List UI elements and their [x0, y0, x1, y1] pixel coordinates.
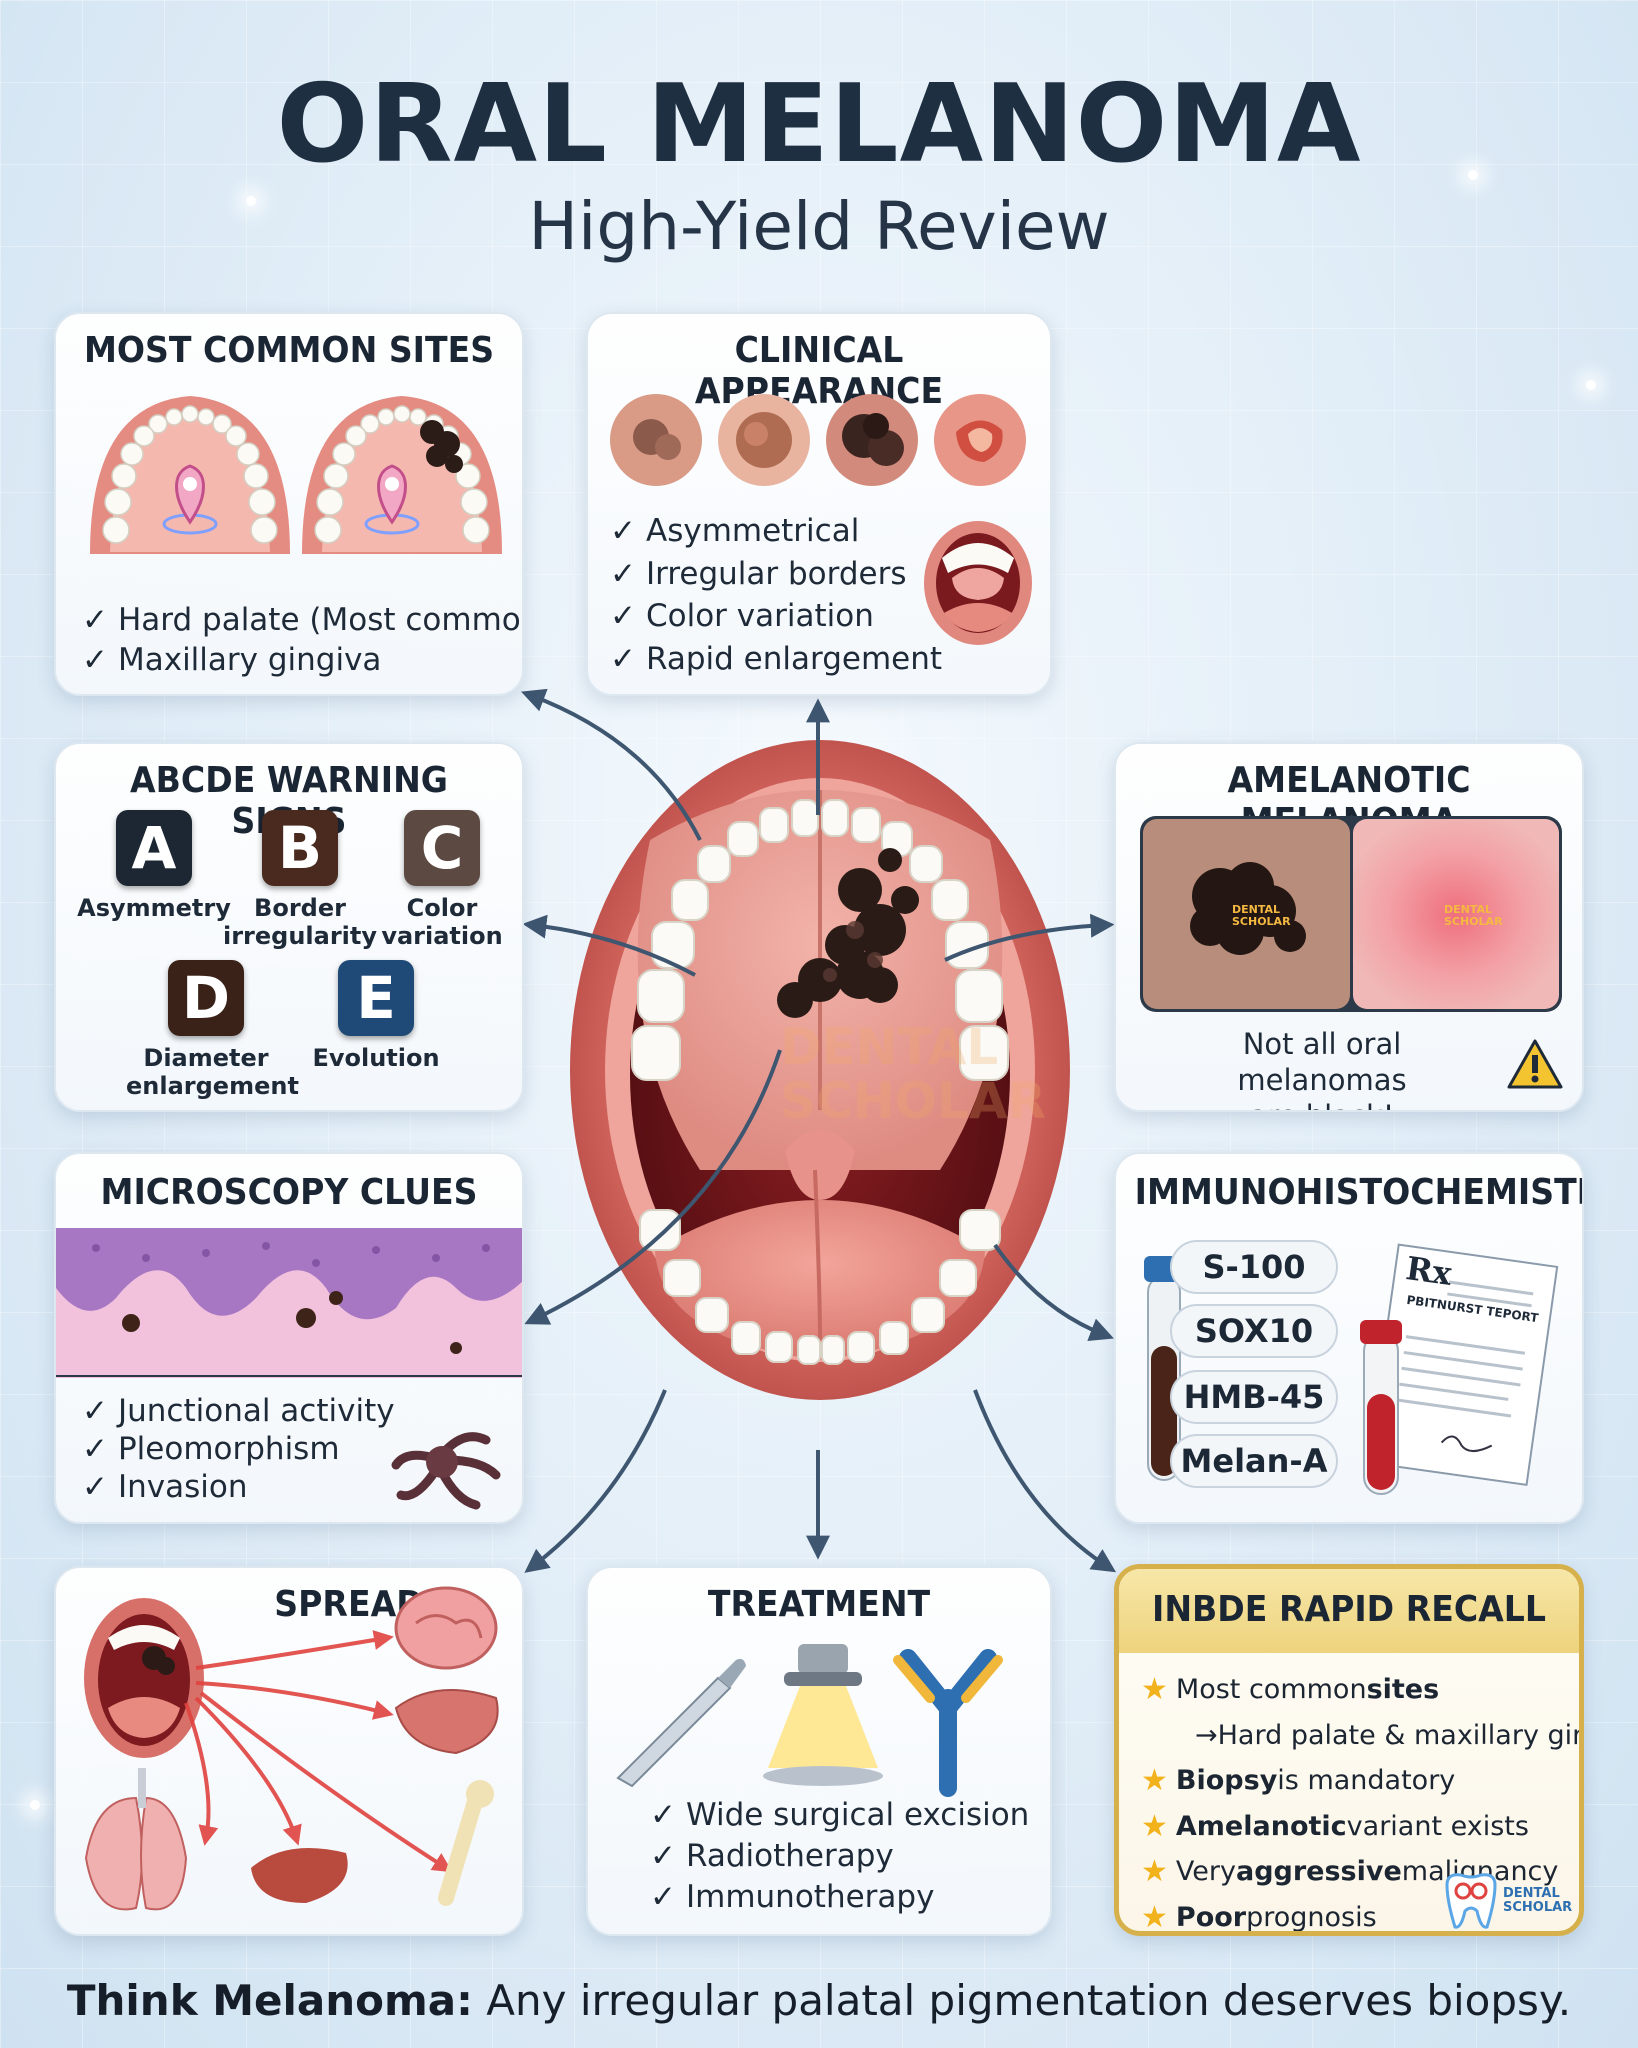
letter-b-badge: B — [262, 810, 338, 886]
metastasis-illustration — [84, 1586, 499, 1911]
card-title: INBDE RAPID RECALL — [1152, 1589, 1546, 1630]
letter-d-badge: D — [168, 960, 244, 1036]
list-item: ✓Invasion — [82, 1469, 248, 1505]
card-title: MOST COMMON SITES — [83, 330, 495, 371]
marker-melan-a: Melan-A — [1170, 1434, 1338, 1488]
star-icon: ★ — [1141, 1808, 1168, 1844]
warning-icon — [1507, 1039, 1563, 1089]
sparkle — [246, 196, 256, 206]
watermark-right: DENTAL SCHOLAR — [1444, 903, 1503, 928]
sparkle — [30, 1800, 40, 1810]
card-microscopy-clues: MICROSCOPY CLUES ✓Junctional activity ✓P… — [54, 1152, 524, 1524]
list-item: ✓Color variation — [610, 598, 874, 635]
list-item: →Hard palate & maxillary gingiva — [1195, 1719, 1579, 1751]
list-item: ✓Maxillary gingiva — [82, 642, 382, 678]
page-subtitle: High-Yield Review — [528, 188, 1110, 265]
check-icon: ✓ — [650, 1837, 676, 1874]
lesion-thumbnails — [610, 394, 1026, 486]
list-item: ✓Asymmetrical — [610, 513, 860, 550]
letter-a-badge: A — [116, 810, 192, 886]
card-treatment: TREATMENT ✓Wide surgical excision ✓Radio… — [586, 1566, 1052, 1936]
sites-list: ✓Hard palate (Most common) ✓Maxillary gi… — [82, 600, 524, 680]
check-icon: ✓ — [82, 1431, 108, 1467]
palate-illustration — [90, 396, 502, 554]
list-item: ★Biopsy is mandatory — [1141, 1763, 1456, 1799]
card-inbde-rapid-recall: INBDE RAPID RECALL ★Most common sites →H… — [1114, 1564, 1584, 1936]
open-mouth-icon — [924, 521, 1032, 645]
list-item: ✓Wide surgical excision — [650, 1796, 1030, 1833]
star-icon: ★ — [1141, 1899, 1168, 1935]
marker-hmb45: HMB-45 — [1170, 1370, 1338, 1424]
amelanotic-note: Not all oral melanomasare black! — [1237, 1027, 1407, 1110]
star-icon: ★ — [1141, 1854, 1168, 1890]
card-title: ABCDE WARNING SIGNS — [130, 760, 448, 842]
card-title: IMMUNOHISTOCHEMISTRY — [1134, 1172, 1584, 1213]
marker-sox10: SOX10 — [1170, 1304, 1338, 1358]
recall-logo: DENTAL SCHOLAR — [1503, 1886, 1573, 1915]
melanocyte-icon — [391, 1432, 501, 1510]
card-title: TREATMENT — [707, 1584, 931, 1625]
card-abcde-warning-signs: ABCDE WARNING SIGNS — [54, 742, 524, 1112]
letter-c-badge: C — [404, 810, 480, 886]
star-icon: ★ — [1141, 1672, 1168, 1708]
letter-e-label: Evolution — [312, 1044, 440, 1072]
appearance-list: ✓Asymmetrical ✓Irregular borders ✓Color … — [610, 510, 942, 680]
list-item: ✓Radiotherapy — [650, 1837, 894, 1874]
list-item: ✓Hard palate (Most common) — [82, 602, 524, 638]
check-icon: ✓ — [610, 598, 636, 635]
list-item: ★Most common sites — [1141, 1672, 1440, 1708]
rx-symbol: Rx — [1403, 1249, 1455, 1293]
check-icon: ✓ — [650, 1796, 676, 1833]
comparison-photos — [1140, 816, 1562, 1012]
tooth-mascot-icon — [1445, 1873, 1497, 1929]
treatment-list: ✓Wide surgical excision ✓Radiotherapy ✓I… — [650, 1794, 1029, 1917]
card-amelanotic-melanoma: AMELANOTIC MELANOMA DENTAL SCHOLAR DENTA… — [1114, 742, 1584, 1112]
sparkle — [1468, 170, 1478, 180]
letter-a-label: Asymmetry — [77, 894, 231, 922]
check-icon: ✓ — [650, 1878, 676, 1915]
star-icon: ★ — [1141, 1763, 1168, 1799]
check-icon: ✓ — [82, 1393, 108, 1429]
card-spread: SPREAD — [54, 1566, 524, 1936]
page-title: ORAL MELANOMA — [276, 62, 1362, 187]
watermark-left: DENTAL SCHOLAR — [1232, 903, 1291, 928]
list-item: ★Poor prognosis — [1141, 1899, 1377, 1935]
list-item: ✓Irregular borders — [610, 555, 907, 592]
footer-tagline: Think Melanoma: Any irregular palatal pi… — [66, 1976, 1572, 2025]
letter-e-badge: E — [338, 960, 414, 1036]
lab-report-icon — [1360, 1243, 1559, 1495]
center-watermark: DENTAL SCHOLAR — [780, 1018, 1047, 1130]
list-item: ✓Junctional activity — [82, 1393, 395, 1429]
check-icon: ✓ — [610, 555, 636, 592]
check-icon: ✓ — [82, 1469, 108, 1505]
recall-header — [1119, 1569, 1579, 1653]
histology-illustration — [56, 1228, 522, 1378]
check-icon: ✓ — [82, 642, 108, 678]
list-item: ✓Pleomorphism — [82, 1431, 340, 1467]
microscopy-list: ✓Junctional activity ✓Pleomorphism ✓Inva… — [82, 1392, 395, 1506]
recall-list: ★Most common sites →Hard palate & maxill… — [1141, 1667, 1579, 1935]
sparkle — [1586, 380, 1596, 390]
mouth-illustration — [570, 740, 1070, 1400]
list-item: ★Amelanotic variant exists — [1141, 1808, 1529, 1844]
check-icon: ✓ — [610, 640, 636, 677]
card-title: MICROSCOPY CLUES — [100, 1172, 478, 1213]
card-clinical-appearance: CLINICAL APPEARANCE ✓Asymmetrical ✓Irreg… — [586, 312, 1052, 696]
marker-s100: S-100 — [1170, 1240, 1338, 1294]
list-item: ✓Immunotherapy — [650, 1878, 935, 1915]
check-icon: ✓ — [82, 602, 108, 638]
check-icon: ✓ — [610, 513, 636, 550]
card-most-common-sites: MOST COMMON SITES — [54, 312, 524, 696]
treatment-icons — [616, 1644, 1003, 1797]
list-item: ✓Rapid enlargement — [610, 640, 943, 677]
